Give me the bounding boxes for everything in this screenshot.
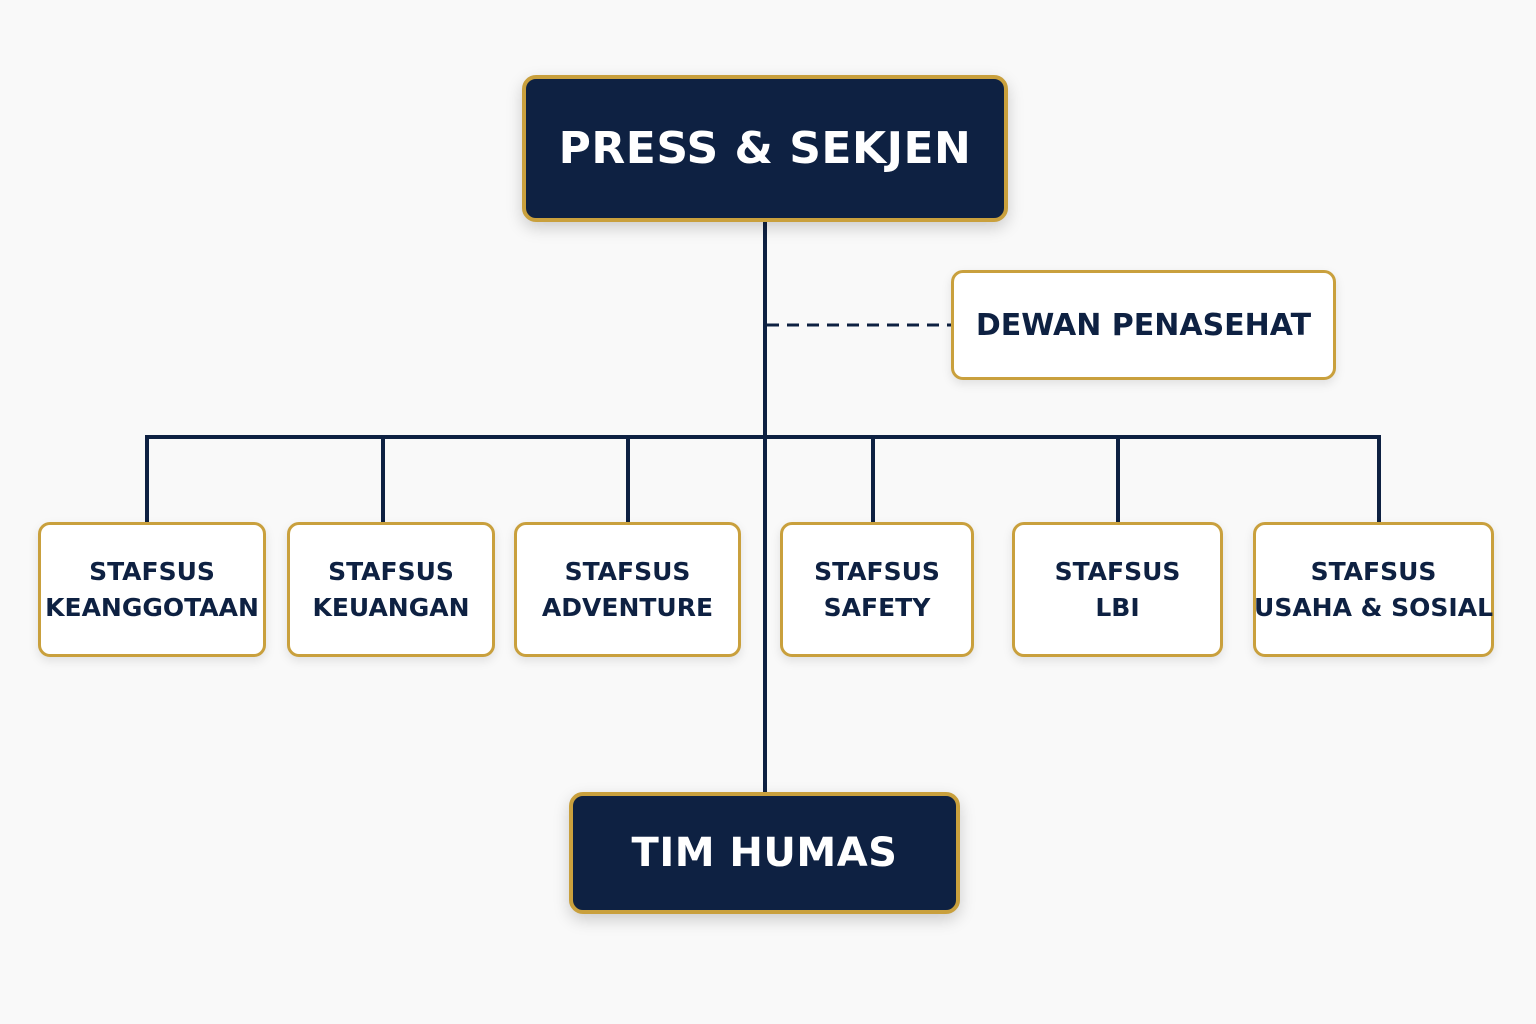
staff-line2: SAFETY	[823, 592, 931, 622]
staff-line1: STAFSUS	[814, 556, 940, 586]
staff-line1: STAFSUS	[564, 556, 691, 586]
node-tim-humas-label: TIM HUMAS	[631, 830, 898, 876]
staff-line2: KEANGGOTAAN	[45, 592, 259, 622]
staff-line1: STAFSUS	[89, 556, 215, 586]
staff-line1: STAFSUS	[1054, 556, 1181, 586]
node-dewan-penasehat-label: DEWAN PENASEHAT	[975, 307, 1312, 343]
staff-line2: ADVENTURE	[541, 592, 714, 622]
node-press-sekjen-label: PRESS & SEKJEN	[558, 123, 972, 174]
staff-line2: LBI	[1095, 592, 1140, 622]
staff-line1: STAFSUS	[328, 556, 454, 586]
staff-line1: STAFSUS	[1310, 556, 1437, 586]
node-stafsus-safety: STAFSUS SAFETY	[780, 522, 974, 657]
node-stafsus-adventure: STAFSUS ADVENTURE	[514, 522, 741, 657]
staff-line2: KEUANGAN	[312, 592, 470, 622]
node-stafsus-lbi: STAFSUS LBI	[1012, 522, 1223, 657]
staff-line2: USAHA & SOSIAL	[1254, 592, 1493, 622]
node-tim-humas: TIM HUMAS	[569, 792, 960, 914]
node-stafsus-keuangan: STAFSUS KEUANGAN	[287, 522, 495, 657]
node-stafsus-usaha-sosial: STAFSUS USAHA & SOSIAL	[1253, 522, 1494, 657]
node-dewan-penasehat: DEWAN PENASEHAT	[951, 270, 1336, 380]
node-stafsus-keanggotaan: STAFSUS KEANGGOTAAN	[38, 522, 266, 657]
node-press-sekjen: PRESS & SEKJEN	[522, 75, 1008, 222]
